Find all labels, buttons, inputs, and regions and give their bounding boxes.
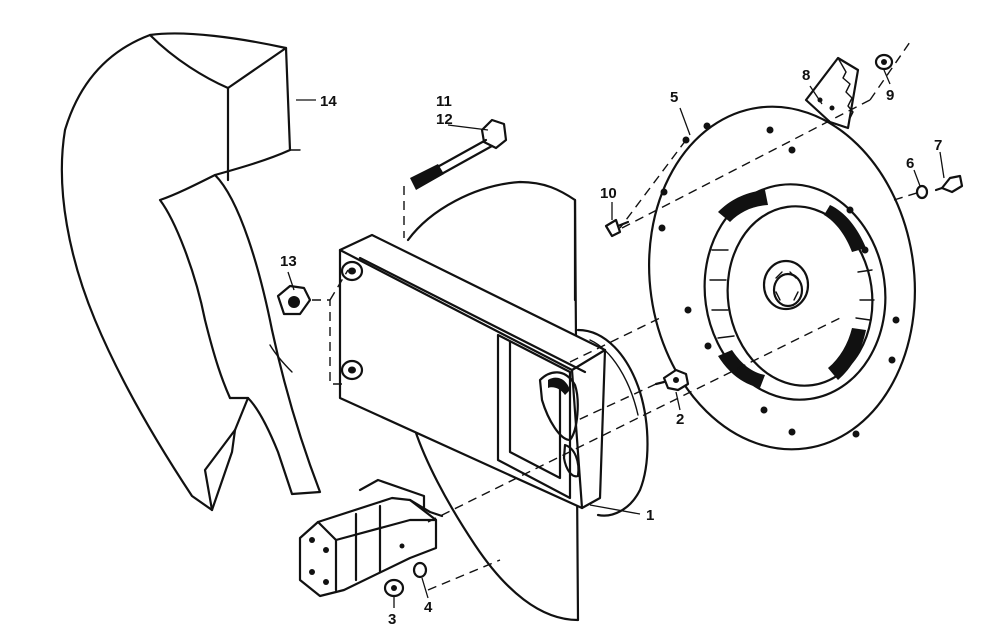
- callout-11: 11: [436, 93, 452, 110]
- assembly-lines: [312, 41, 921, 591]
- part-6-washer: [915, 184, 929, 200]
- callout-leaders: [287, 69, 945, 608]
- callout-1: 1: [646, 507, 654, 524]
- callout-4: 4: [424, 599, 433, 616]
- part-10-screw: [604, 218, 630, 238]
- callout-13: 13: [280, 253, 297, 270]
- rim-bolt-holes: [658, 122, 900, 438]
- callout-7: 7: [934, 137, 942, 154]
- callout-2: 2: [676, 411, 684, 428]
- part-11-12-long-bolt: [410, 118, 508, 190]
- callout-10: 10: [600, 185, 617, 202]
- part-2-bolt: [654, 368, 690, 392]
- hydraulic-motor: [298, 478, 444, 598]
- part-13-nut: [276, 284, 312, 316]
- part-14-discharge-chute: [60, 32, 322, 512]
- callout-14: 14: [320, 93, 337, 110]
- callout-8: 8: [802, 67, 810, 84]
- callout-6: 6: [906, 155, 914, 172]
- part-5-fan-wheel: [648, 105, 916, 451]
- part-9-nut: [874, 53, 894, 71]
- part-4-washer: [412, 561, 428, 579]
- callout-3: 3: [388, 611, 396, 628]
- part-1-gearbox-block: [338, 233, 607, 510]
- part-3-nut: [383, 578, 405, 598]
- part-7-bolt: [934, 174, 964, 194]
- callout-9: 9: [886, 87, 894, 104]
- blower-housing-disc: [406, 180, 649, 622]
- callout-12: 12: [436, 111, 453, 128]
- callout-labels: 1 2 3 4 5 6 7 8 9 10 11 12 13 14: [280, 67, 942, 628]
- part-8-knife-section: [804, 56, 860, 130]
- callout-5: 5: [670, 89, 678, 106]
